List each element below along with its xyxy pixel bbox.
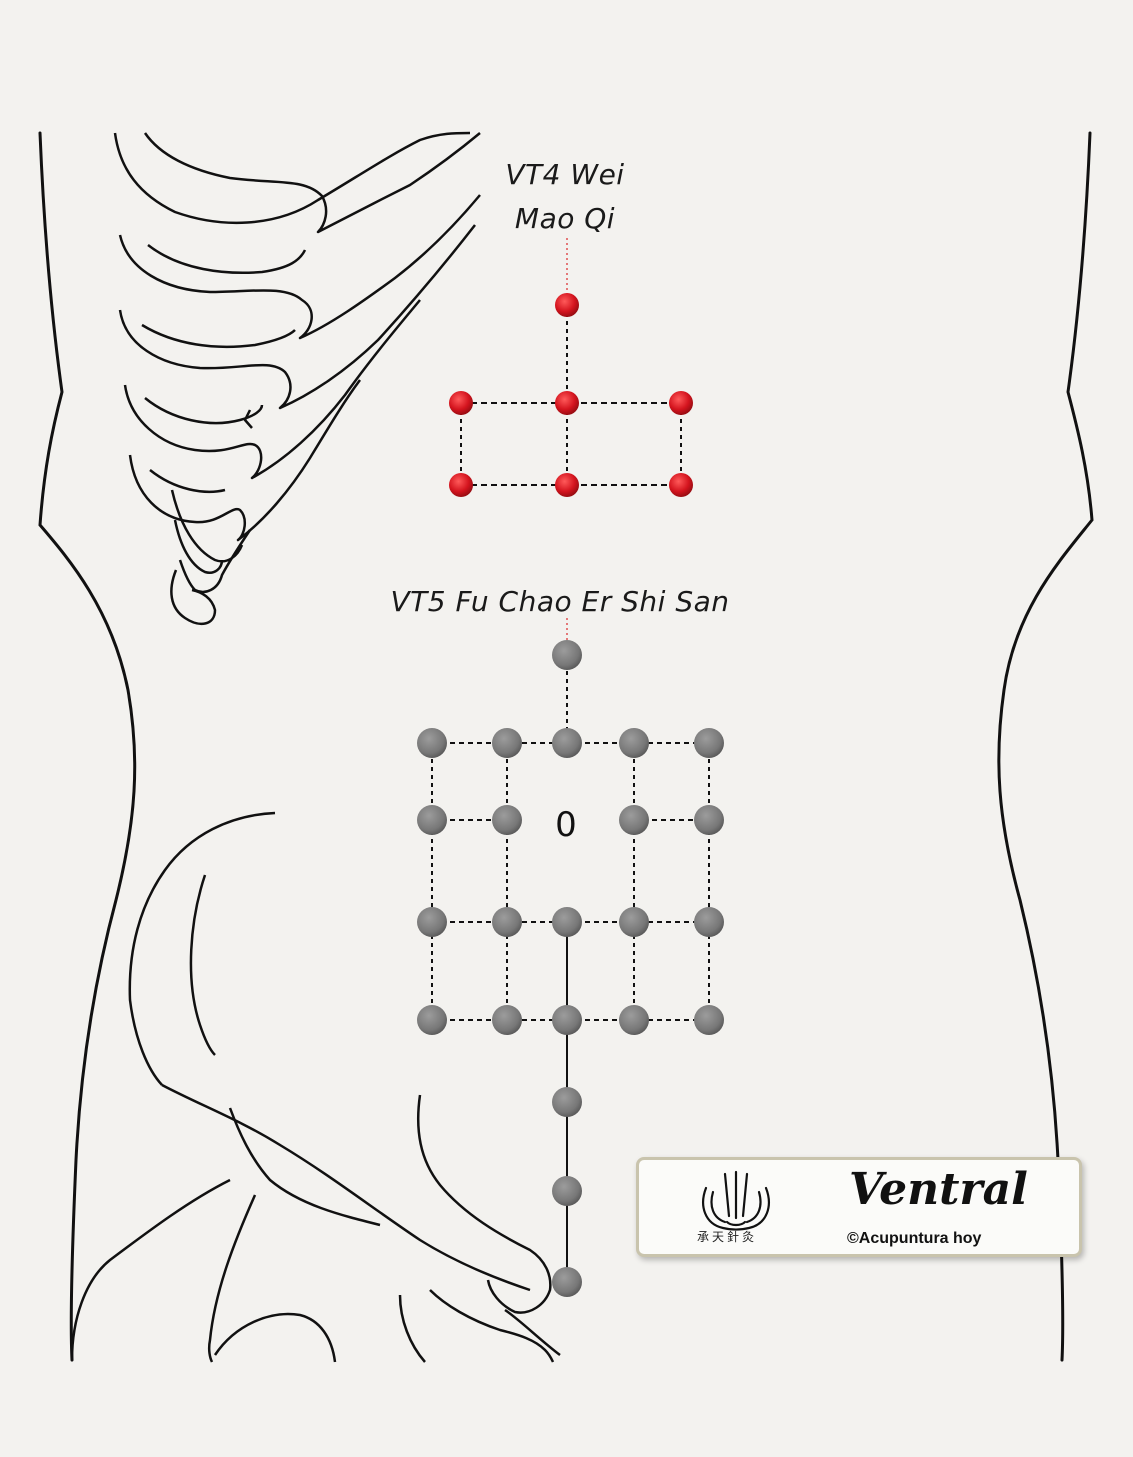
body-left-contour: [38, 131, 137, 1362]
vt5-point: [694, 805, 724, 835]
vt4-point: [449, 391, 473, 415]
legend-box: 承天針灸 Ventral ©Acupuntura hoy: [636, 1157, 1082, 1257]
vt4-points: [449, 293, 693, 497]
vt5-point: [552, 1087, 582, 1117]
pelvis: [70, 811, 561, 1363]
vt5-point: [417, 728, 447, 758]
navel-marker: 0: [555, 805, 577, 845]
vt5-point: [694, 1005, 724, 1035]
vt5-point: [619, 907, 649, 937]
vt4-label-line2: Mao Qi: [514, 202, 616, 235]
vt5-point: [417, 907, 447, 937]
vt4-point: [449, 473, 473, 497]
vt5-point: [619, 728, 649, 758]
rib-cage: [113, 131, 481, 626]
vt5-point: [552, 1267, 582, 1297]
vt5-point: [492, 1005, 522, 1035]
vt5-point: [552, 728, 582, 758]
vt5-point: [417, 1005, 447, 1035]
vt5-point: [492, 907, 522, 937]
vt5-point: [552, 907, 582, 937]
vt5-point: [492, 728, 522, 758]
vt5-label: VT5 Fu Chao Er Shi San: [390, 585, 730, 618]
vt4-label-line1: VT4 Wei: [505, 158, 625, 191]
vt4-point: [669, 473, 693, 497]
logo-text: 承天針灸: [697, 1230, 758, 1244]
vt5-point: [417, 805, 447, 835]
legend-title: Ventral: [849, 1164, 1028, 1215]
vt4-point: [555, 293, 579, 317]
acupuncture-logo-icon: [702, 1170, 770, 1231]
legend-copyright: ©Acupuntura hoy: [847, 1230, 982, 1247]
vt5-points: [417, 640, 724, 1297]
vt5-point: [552, 1005, 582, 1035]
vt4-point: [669, 391, 693, 415]
vt5-point: [694, 728, 724, 758]
vt4-point: [555, 391, 579, 415]
vt5-point: [619, 1005, 649, 1035]
vt5-point: [552, 640, 582, 670]
vt5-point: [552, 1176, 582, 1206]
vt4-point: [555, 473, 579, 497]
vt5-point: [694, 907, 724, 937]
vt5-point: [619, 805, 649, 835]
vt5-point: [492, 805, 522, 835]
